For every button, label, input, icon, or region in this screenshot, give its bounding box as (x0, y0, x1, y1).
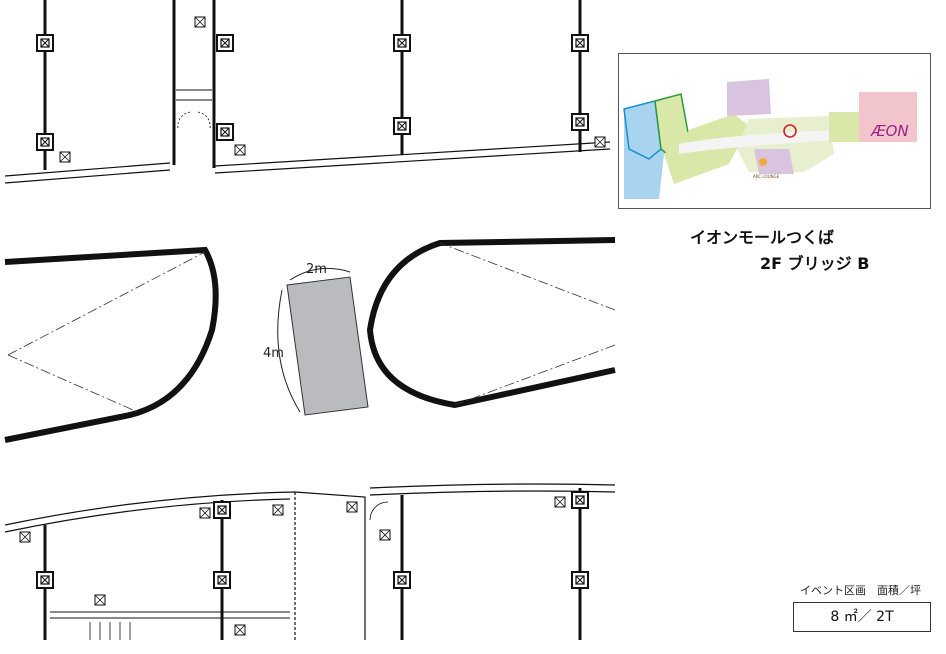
column-icon (571, 34, 589, 52)
equipment-icon (594, 136, 606, 148)
equipment-icon (346, 501, 358, 513)
lounge-icon (759, 158, 767, 166)
column-icon (571, 113, 589, 131)
width-label: 2m (306, 262, 327, 277)
column-icon (393, 571, 411, 589)
area-info-value: 8 ㎡／ 2T (793, 602, 931, 632)
column-icon (216, 34, 234, 52)
column-icon (213, 571, 231, 589)
column-icon (393, 117, 411, 135)
column-icon (213, 501, 231, 519)
lower-building-walls (4, 483, 616, 640)
length-label: 4m (263, 346, 284, 361)
equipment-icon (94, 594, 106, 606)
column-icon (571, 491, 589, 509)
length-dimension-arc (277, 289, 301, 413)
bridge-right-edge (366, 237, 616, 409)
location-title: 2F ブリッジ B (760, 254, 870, 273)
aeon-logo: ÆON (870, 122, 909, 140)
width-dimension-arc (289, 267, 351, 281)
column-icon (36, 133, 54, 151)
lounge-label: ARC LOUNGE (753, 174, 780, 179)
equipment-icon (199, 507, 211, 519)
equipment-icon (19, 531, 31, 543)
equipment-icon (234, 144, 246, 156)
bridge-left-edge (4, 246, 219, 443)
equipment-icon (194, 16, 206, 28)
event-space-area[interactable] (286, 276, 369, 416)
column-icon (571, 571, 589, 589)
area-info-label: イベント区画 面積／坪 (800, 584, 921, 597)
equipment-icon (272, 504, 284, 516)
equipment-icon (234, 624, 246, 636)
zone-purple (727, 79, 771, 116)
column-icon (216, 123, 234, 141)
column-icon (36, 34, 54, 52)
venue-title: イオンモールつくば (690, 228, 835, 247)
equipment-icon (554, 496, 566, 508)
equipment-icon (59, 151, 71, 163)
zone-pink (859, 92, 917, 142)
equipment-icon (379, 529, 391, 541)
location-marker-icon (783, 124, 797, 138)
column-icon (393, 34, 411, 52)
mall-key-map: ÆON ARC LOUNGE (618, 53, 931, 209)
upper-building-walls (4, 0, 611, 184)
column-icon (36, 571, 54, 589)
